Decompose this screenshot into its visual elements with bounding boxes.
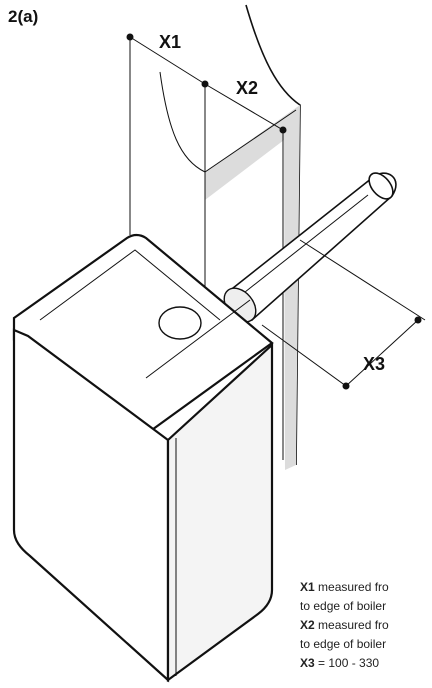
x2-dimension-line xyxy=(204,83,284,131)
dimension-point xyxy=(201,80,209,88)
dimension-label-x3: X3 xyxy=(363,354,386,374)
dimension-label-x1: X1 xyxy=(159,32,182,52)
wall-inner-curve xyxy=(159,71,206,173)
caption-key: X2 xyxy=(300,618,315,632)
boiler-top-outlet xyxy=(158,306,202,340)
caption-line: X3 = 100 - 330 xyxy=(300,654,432,673)
boiler-top-divider xyxy=(145,299,251,379)
dimension-point xyxy=(279,126,287,134)
caption-text: to edge of boiler xyxy=(300,599,387,613)
caption-key: X1 xyxy=(300,580,315,594)
flue-pipe-highlight xyxy=(239,194,369,297)
dimension-point xyxy=(342,382,350,390)
caption-text: measured fro xyxy=(314,580,389,594)
dimension-point xyxy=(414,316,422,324)
x3-dimension-line xyxy=(345,319,419,387)
caption-line: to edge of boiler xyxy=(300,635,432,654)
caption-text: measured fro xyxy=(314,618,389,632)
boiler-top-inset xyxy=(39,249,221,321)
boiler-side-face xyxy=(166,342,274,683)
caption-text: to edge of boiler xyxy=(300,637,387,651)
dimension-label-x2: X2 xyxy=(236,78,259,98)
x1-dimension-line xyxy=(129,36,206,85)
wall-shade xyxy=(205,105,300,470)
wall-edge-top xyxy=(204,109,297,173)
caption-line: to edge of boiler xyxy=(300,597,432,616)
caption-text: = 100 - 330 xyxy=(314,656,380,670)
dimension-point xyxy=(126,33,134,41)
caption-line: X1 measured fro xyxy=(300,578,432,597)
caption-line: X2 measured fro xyxy=(300,616,432,635)
flue-pipe-end xyxy=(368,172,394,200)
x3-extension-top xyxy=(299,239,426,321)
flue-pipe xyxy=(226,172,397,322)
figure-number: 2(a) xyxy=(8,7,39,26)
wall-outline xyxy=(245,4,301,466)
dimension-caption: X1 measured fro to edge of boiler X2 mea… xyxy=(300,578,432,688)
caption-key: X3 xyxy=(300,656,315,670)
x3-extension-bottom xyxy=(261,324,347,387)
